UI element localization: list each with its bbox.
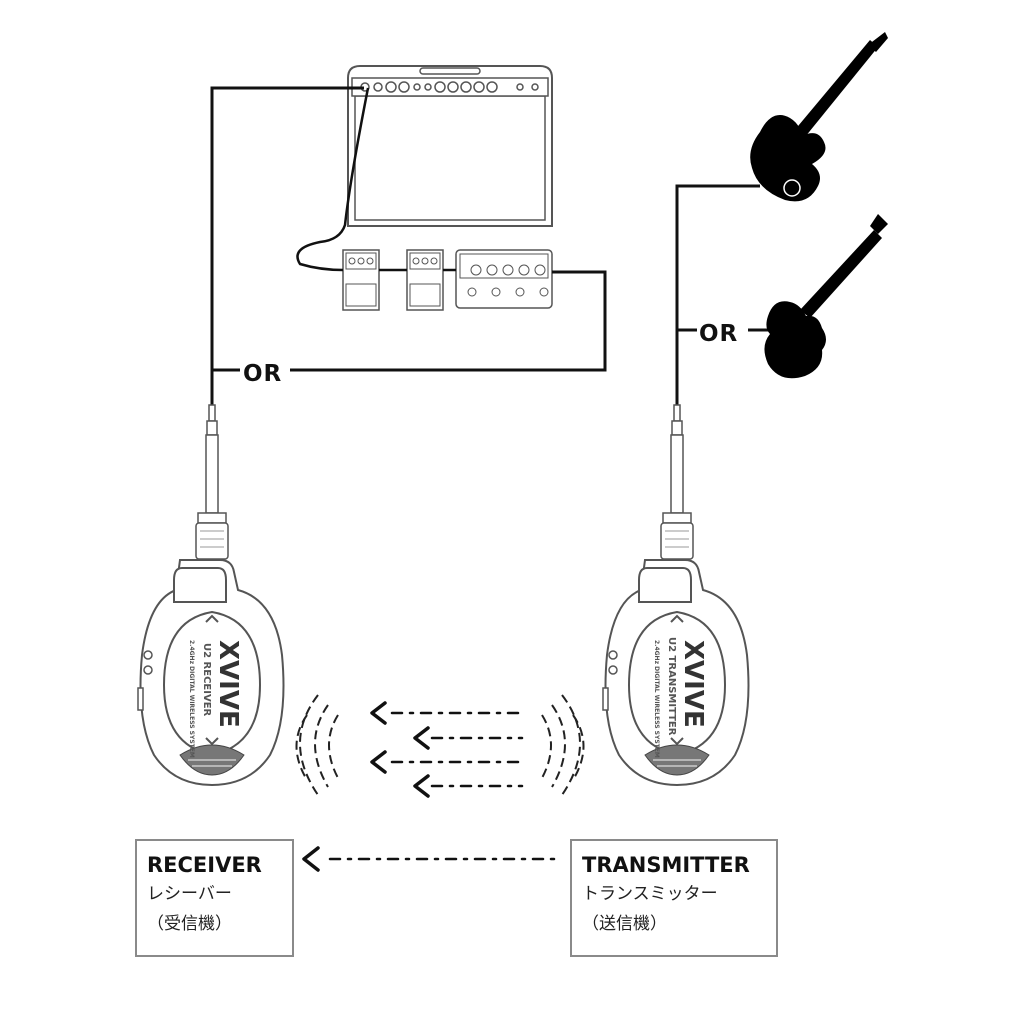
transmitter-tagline: 2.4GHz DIGITAL WIRELESS SYSTEM [653, 640, 660, 758]
receiver-tagline: 2.4GHz DIGITAL WIRELESS SYSTEM [188, 640, 195, 758]
receiver-connection-lines [210, 86, 607, 410]
transmitter-jp-desc: （送信機） [582, 914, 667, 934]
receiver-unit: XVIVE U2 RECEIVER 2.4GHz DIGITAL WIRELES… [137, 559, 285, 786]
receiver-jp-desc: （受信機） [147, 914, 232, 934]
wireless-signal-arrows [370, 701, 524, 798]
amp-cable [296, 87, 456, 272]
effect-pedal-1 [342, 249, 380, 311]
multi-effect-pedal [455, 249, 553, 309]
or-label-right: OR [699, 321, 738, 347]
receiver-label-box: RECEIVER レシーバー （受信機） [135, 839, 294, 957]
amplifier [347, 65, 553, 227]
receiver-title: RECEIVER [147, 853, 262, 877]
transmitter-signal-waves [541, 694, 585, 796]
electric-guitar-bottom [764, 214, 888, 379]
transmitter-connection-lines [675, 184, 775, 410]
transmitter-unit: XVIVE U2 TRANSMITTER 2.4GHz DIGITAL WIRE… [602, 559, 750, 786]
receiver-jp-name: レシーバー [147, 884, 232, 904]
effect-pedal-2 [406, 249, 444, 311]
transmitter-jack-plug [660, 404, 694, 560]
electric-guitar-top [750, 32, 888, 202]
transmitter-logo: XVIVE [678, 640, 708, 728]
transmitter-label-box: TRANSMITTER トランスミッター （送信機） [570, 839, 778, 957]
receiver-logo: XVIVE [213, 640, 243, 728]
transmitter-jp-name: トランスミッター [582, 884, 718, 904]
receiver-jack-plug [195, 404, 229, 560]
or-label-left: OR [243, 361, 282, 387]
transmitter-model: U2 TRANSMITTER [666, 637, 677, 736]
label-arrow [302, 846, 564, 872]
receiver-signal-waves [295, 694, 339, 796]
transmitter-title: TRANSMITTER [582, 853, 750, 877]
receiver-model: U2 RECEIVER [201, 643, 212, 717]
